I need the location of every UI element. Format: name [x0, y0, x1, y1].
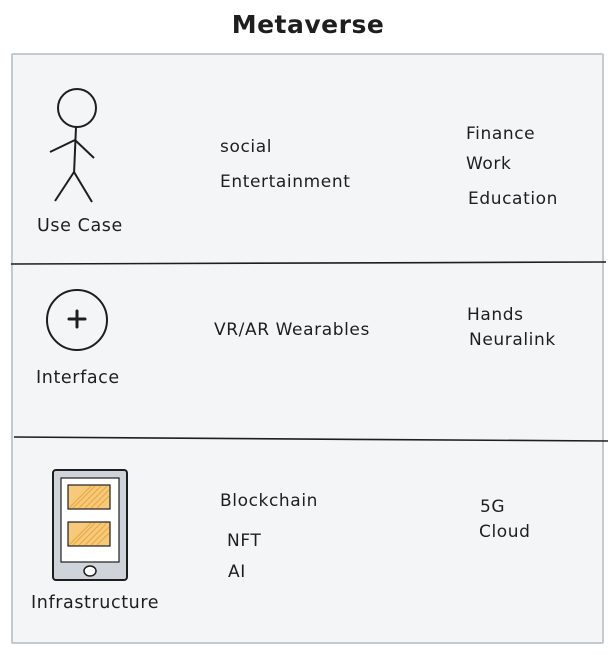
- interface-item-hands: Hands: [467, 305, 524, 325]
- row-label-use-case: Use Case: [37, 216, 123, 236]
- screen-block: [67, 521, 111, 547]
- row-label-interface: Interface: [36, 368, 120, 388]
- stick-figure-icon: [49, 88, 97, 203]
- screen-block: [67, 484, 111, 510]
- use-case-item-finance: Finance: [466, 124, 536, 144]
- use-case-item-social: social: [220, 137, 273, 157]
- use-case-item-work: Work: [466, 154, 512, 174]
- interface-item-vr-ar: VR/AR Wearables: [214, 320, 370, 340]
- use-case-item-education: Education: [468, 189, 559, 209]
- diagram-title: Metaverse: [231, 10, 385, 39]
- infrastructure-item-5g: 5G: [480, 497, 506, 517]
- infrastructure-item-cloud: Cloud: [479, 522, 531, 542]
- use-case-item-entertainment: Entertainment: [220, 172, 351, 192]
- infrastructure-item-ai: AI: [228, 562, 246, 582]
- infrastructure-item-nft: NFT: [227, 531, 262, 551]
- plus-circle-icon: [46, 289, 108, 351]
- infrastructure-item-blockchain: Blockchain: [220, 491, 319, 511]
- mobile-device-icon: [52, 469, 128, 581]
- interface-item-neuralink: Neuralink: [469, 330, 556, 350]
- row-label-infrastructure: Infrastructure: [31, 593, 160, 613]
